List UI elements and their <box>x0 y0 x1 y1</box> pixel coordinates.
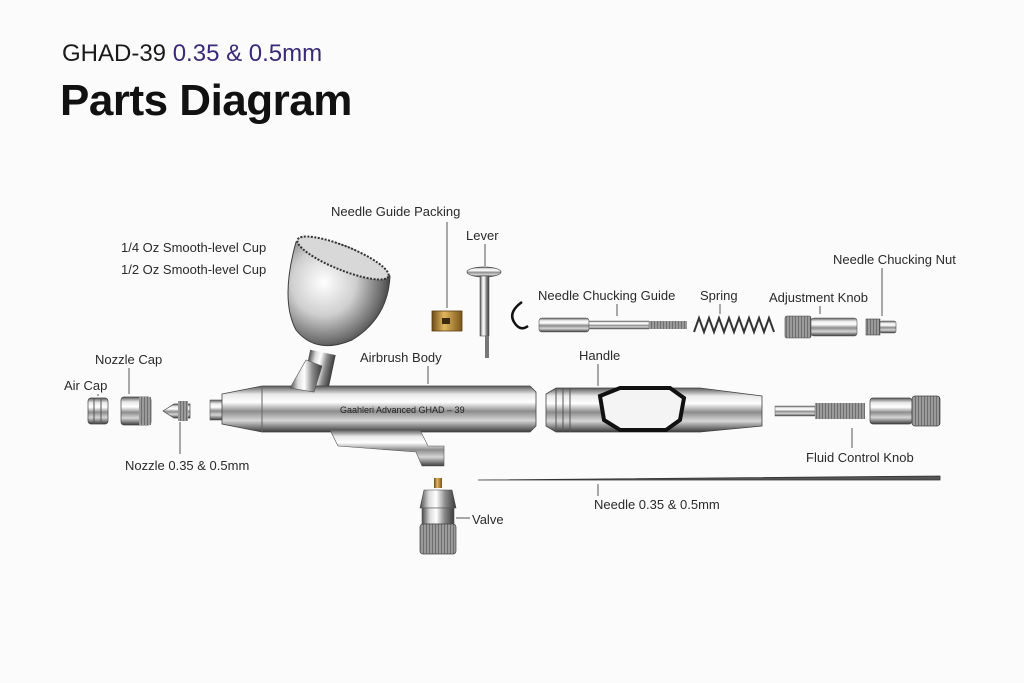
model-heading: GHAD-39 0.35 & 0.5mm <box>62 40 322 68</box>
nozzle-cap <box>120 396 152 426</box>
label-needle-chucking-nut: Needle Chucking Nut <box>833 252 956 267</box>
fluid-control-knob <box>774 395 941 427</box>
label-spring: Spring <box>700 288 738 303</box>
adjustment-knob <box>784 315 858 339</box>
label-needle-guide-packing: Needle Guide Packing <box>331 204 461 219</box>
lever <box>466 266 502 358</box>
label-needle-chucking-guide: Needle Chucking Guide <box>538 288 676 303</box>
label-needle: Needle 0.35 & 0.5mm <box>594 497 720 512</box>
label-nozzle: Nozzle 0.35 & 0.5mm <box>125 458 250 473</box>
nozzle <box>162 401 191 421</box>
label-lever: Lever <box>466 228 499 243</box>
model-number: GHAD-39 <box>62 40 167 67</box>
handle <box>545 386 763 433</box>
air-cap <box>87 397 109 425</box>
label-valve: Valve <box>472 512 504 527</box>
label-nozzle-cap: Nozzle Cap <box>95 352 163 367</box>
page-title: Parts Diagram <box>60 76 352 125</box>
label-handle: Handle <box>579 348 621 363</box>
label-air-cap: Air Cap <box>64 378 108 393</box>
model-sizes: 0.35 & 0.5mm <box>172 40 323 67</box>
lever-spring-hook <box>511 300 529 330</box>
label-airbrush-body: Airbrush Body <box>360 350 442 365</box>
label-adjustment-knob: Adjustment Knob <box>769 290 869 305</box>
label-cup-quarter: 1/4 Oz Smooth-level Cup <box>121 240 267 255</box>
spring <box>693 315 775 335</box>
label-cup-half: 1/2 Oz Smooth-level Cup <box>121 262 267 277</box>
needle-chucking-nut <box>865 318 897 336</box>
leader-lines <box>97 222 883 519</box>
valve <box>419 478 457 555</box>
needle-chucking-guide <box>538 317 687 333</box>
needle <box>477 475 941 481</box>
body-engraving: Gaahleri Advanced GHAD – 39 <box>340 405 465 415</box>
label-fluid-control-knob: Fluid Control Knob <box>806 450 914 465</box>
airbrush-body: Gaahleri Advanced GHAD – 39 <box>209 359 537 467</box>
